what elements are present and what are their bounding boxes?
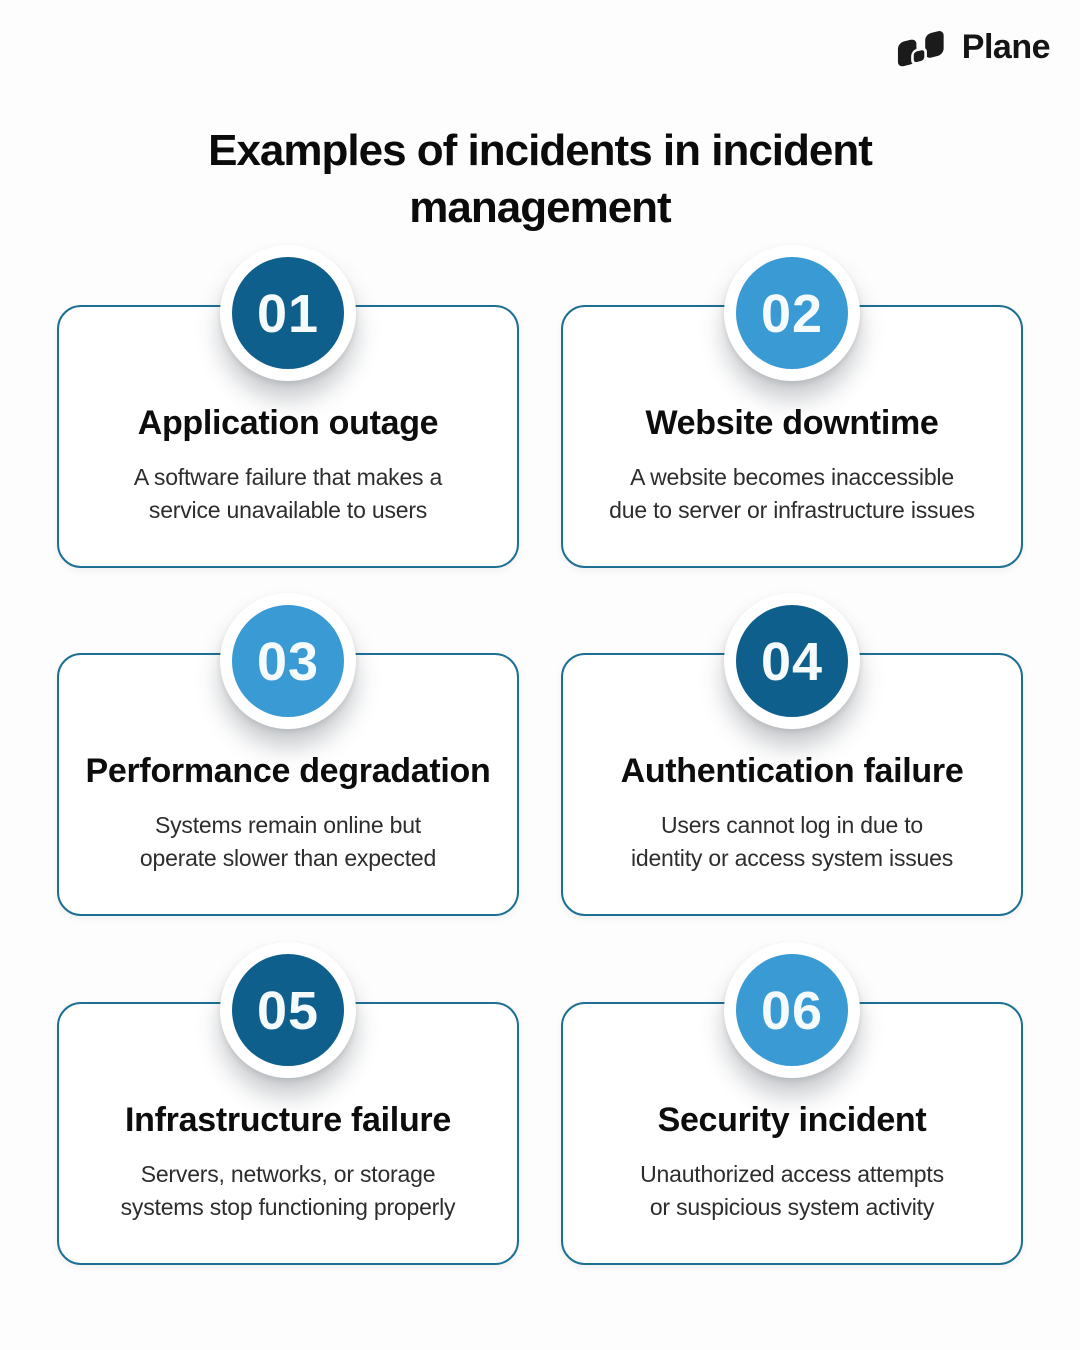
card-title: Application outage bbox=[137, 404, 439, 442]
card-description-line: A software failure that makes a bbox=[133, 463, 443, 490]
badge-number: 04 bbox=[760, 632, 824, 692]
card-box: Authentication failure Users cannot log … bbox=[561, 653, 1023, 916]
card-description-line: identity or access system issues bbox=[630, 845, 954, 872]
incident-card-1: 01 Application outage A software failure… bbox=[57, 245, 519, 575]
card-title: Infrastructure failure bbox=[125, 1101, 451, 1139]
card-description: Unauthorized access attempts or suspicio… bbox=[577, 1158, 1007, 1225]
card-description-line: Users cannot log in due to bbox=[660, 811, 924, 838]
card-description: Users cannot log in due to identity or a… bbox=[577, 809, 1007, 876]
incident-card-4: 04 Authentication failure Users cannot l… bbox=[561, 593, 1023, 923]
card-description: Systems remain online but operate slower… bbox=[73, 809, 503, 876]
card-description-line: due to server or infrastructure issues bbox=[609, 497, 975, 524]
number-badge: 02 bbox=[724, 245, 860, 381]
card-title: Website downtime bbox=[645, 404, 939, 442]
incident-card-2: 02 Website downtime A website becomes in… bbox=[561, 245, 1023, 575]
card-description-line: systems stop functioning properly bbox=[120, 1194, 456, 1221]
card-description-line: operate slower than expected bbox=[139, 845, 437, 872]
card-description-line: Unauthorized access attempts bbox=[640, 1160, 944, 1187]
badge-number: 02 bbox=[760, 284, 824, 344]
brand-name: Plane bbox=[961, 27, 1051, 66]
badge-number: 03 bbox=[256, 632, 320, 692]
number-badge: 05 bbox=[220, 942, 356, 1078]
card-title: Performance degradation bbox=[85, 752, 491, 790]
card-description-line: A website becomes inaccessible bbox=[630, 463, 954, 490]
card-description: A software failure that makes a service … bbox=[73, 461, 503, 528]
incident-card-5: 05 Infrastructure failure Servers, netwo… bbox=[57, 942, 519, 1272]
number-badge: 01 bbox=[220, 245, 356, 381]
card-description: A website becomes inaccessible due to se… bbox=[577, 461, 1007, 528]
incident-card-3: 03 Performance degradation Systems remai… bbox=[57, 593, 519, 923]
card-title: Authentication failure bbox=[620, 752, 964, 790]
page-title: Examples of incidents in incident manage… bbox=[0, 122, 1080, 236]
number-badge: 06 bbox=[724, 942, 860, 1078]
badge-number: 06 bbox=[760, 981, 824, 1041]
card-description-line: Servers, networks, or storage bbox=[140, 1160, 436, 1187]
badge-number: 05 bbox=[256, 981, 320, 1041]
card-description-line: Systems remain online but bbox=[154, 811, 421, 838]
card-title: Security incident bbox=[657, 1101, 927, 1139]
card-description-line: or suspicious system activity bbox=[649, 1194, 935, 1221]
incident-card-6: 06 Security incident Unauthorized access… bbox=[561, 942, 1023, 1272]
card-description: Servers, networks, or storage systems st… bbox=[73, 1158, 503, 1225]
brand-logo: Plane bbox=[894, 24, 1051, 70]
number-badge: 04 bbox=[724, 593, 860, 729]
page-title-text: Examples of incidents in incident manage… bbox=[208, 126, 873, 233]
card-description-line: service unavailable to users bbox=[148, 497, 428, 524]
number-badge: 03 bbox=[220, 593, 356, 729]
card-box: Security incident Unauthorized access at… bbox=[561, 1002, 1023, 1265]
plane-logo-icon bbox=[895, 28, 947, 70]
badge-number: 01 bbox=[256, 284, 320, 344]
